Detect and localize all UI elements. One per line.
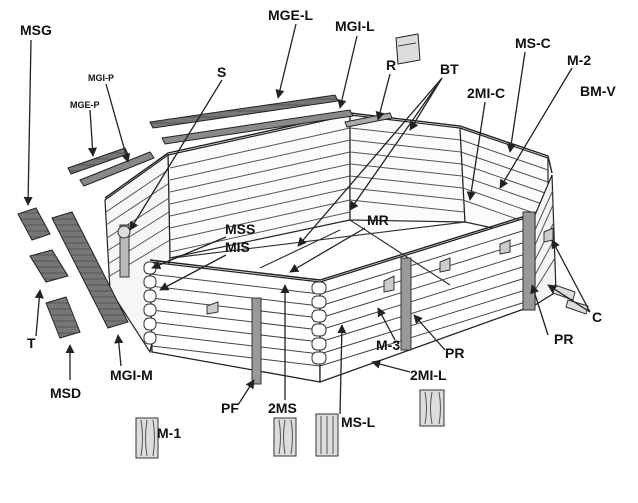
label-mgi-l: MGI-L	[335, 18, 375, 34]
loose-part-mge-l	[149, 94, 339, 129]
grain-sample-2mi-l	[419, 389, 445, 427]
label-2ms: 2MS	[268, 400, 297, 416]
label-mr: MR	[367, 212, 389, 228]
post-pr-center	[400, 257, 412, 351]
label-msd: MSD	[50, 385, 81, 401]
label-bm-v: BM-V	[580, 83, 616, 99]
label-r: R	[386, 57, 396, 73]
base-pieces-c	[552, 284, 589, 315]
label-s: S	[217, 64, 226, 80]
loose-part-msg	[17, 207, 51, 241]
label-ms-l: MS-L	[341, 414, 376, 430]
wall-brackets	[206, 227, 554, 315]
top-rim	[104, 112, 553, 281]
label-msg: MSG	[20, 22, 52, 38]
label-mis: MIS	[225, 239, 250, 255]
label-pf: PF	[221, 400, 239, 416]
grain-sample-2ms	[273, 417, 297, 457]
leader-lines	[23, 23, 591, 415]
pool-structure	[104, 112, 589, 385]
label-t: T	[27, 335, 36, 351]
wall-back	[349, 114, 466, 223]
label-m-1: M-1	[157, 425, 181, 441]
grain-sample-m-1	[135, 417, 159, 459]
loose-part-mgi-l	[161, 109, 354, 145]
post-left	[117, 224, 131, 278]
label-pr-center: PR	[445, 345, 464, 361]
label-c: C	[592, 309, 602, 325]
label-pr-right: PR	[554, 331, 573, 347]
loose-part-bracket-top	[395, 33, 421, 65]
label-bt: BT	[440, 61, 459, 77]
label-2mi-c: 2MI-C	[467, 85, 505, 101]
part-labels: MSG MGI-P MGE-P S MGE-L MGI-L R BT MS-C …	[20, 7, 616, 441]
label-ms-c: MS-C	[515, 35, 551, 51]
post-pf	[251, 297, 262, 385]
label-mge-p: MGE-P	[70, 100, 100, 110]
loose-part-mgi-m	[51, 211, 129, 329]
label-mgi-m: MGI-M	[110, 367, 153, 383]
wall-front-right	[311, 214, 536, 383]
grain-sample-ms-l	[315, 413, 339, 457]
label-mge-l: MGE-L	[268, 7, 314, 23]
floor-beams	[171, 219, 466, 286]
loose-part-t	[29, 249, 69, 283]
label-mgi-p: MGI-P	[88, 73, 114, 83]
wall-front-left	[143, 261, 321, 383]
label-2mi-l: 2MI-L	[410, 367, 447, 383]
post-pr-right	[522, 211, 536, 311]
label-m-3: M-3	[376, 337, 400, 353]
loose-part-msd	[45, 296, 81, 339]
label-m-2: M-2	[567, 52, 591, 68]
label-mss: MSS	[225, 221, 255, 237]
